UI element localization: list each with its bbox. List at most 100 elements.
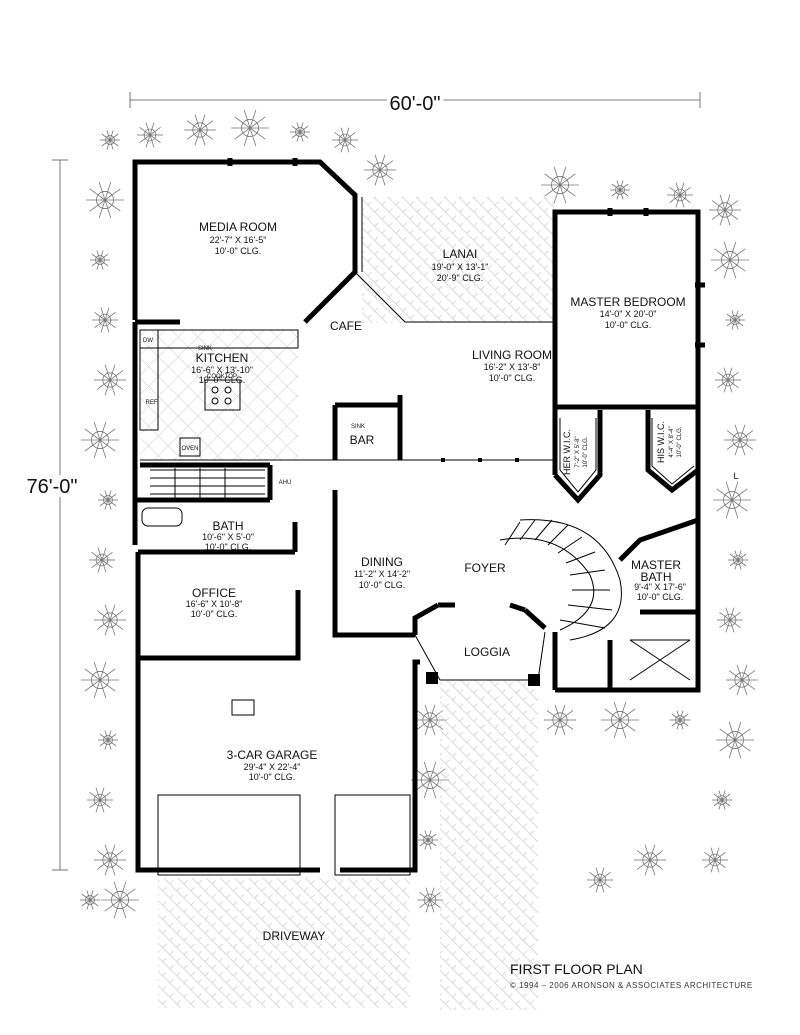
windows [227,158,705,348]
driveway-label: DRIVEWAY [263,929,326,943]
room-ceiling: 10'-0" CLG. [677,426,683,457]
shrub [184,114,216,146]
driveway-paving [158,878,410,1008]
bathtub [141,507,183,527]
shrub [137,122,163,148]
shrub [541,166,579,204]
room-size: 19'-0" X 13'-1" [432,262,489,272]
shrub [725,310,745,330]
room-name: HER W.I.C. [562,429,572,475]
room-name: OFFICE [192,586,236,600]
plan-title: FIRST FLOOR PLAN [510,961,643,977]
room-ceiling: 20'-9" CLG. [437,273,483,283]
room-ceiling: 10'-0" CLG. [605,320,651,330]
room-size: 22'-7" X 16'-5" [210,235,267,245]
shrub [716,721,754,759]
shrub [726,664,758,696]
kitchen-counters [139,329,299,457]
refrigerator-label: REF. [145,400,158,406]
room-foyer-name: FOYER [464,561,506,575]
room-dining: DINING 11'-2" X 14'-2" 10'-0" CLG. [354,555,410,590]
room-loggia-name: LOGGIA [464,645,510,659]
room-name: MEDIA ROOM [199,220,277,234]
lanai-paving [362,197,554,323]
shrub [417,887,443,913]
room-name: KITCHEN [196,351,249,365]
depth-dimension-line [52,159,68,871]
room-ceiling: 10'-0" CLG. [489,373,535,383]
room-living: LIVING ROOM 16'-2" X 13'-8" 10'-0" CLG. [472,348,552,383]
shrub [667,182,693,208]
shrub [81,421,119,459]
room-ceiling: 10'-0" CLG. [583,436,589,467]
overall-depth-label: 76'-0" [27,476,78,498]
shrub [411,761,449,799]
room-ceiling: 10'-0" CLG. [637,592,683,602]
shrub [94,844,126,876]
shrub [98,490,118,510]
shrub [544,704,576,736]
room-lanai: LANAI 19'-0" X 13'-1" 20'-9" CLG. [432,247,489,283]
shrub [87,787,113,813]
room-name: BATH [212,519,243,533]
shrub [717,607,743,633]
room-her-wic: HER W.I.C. 7'-2" X 5'-8" 10'-0" CLG. [562,429,589,475]
shrub [98,730,118,750]
shrub [715,367,741,393]
shrub [711,241,749,279]
shrub [81,661,119,699]
shrub [100,130,120,150]
room-size: 16'-2" X 13'-8" [484,362,541,372]
landscaping [80,109,758,919]
room-size: 11'-2" X 14'-2" [354,569,410,579]
room-size: 7'-2" X 5'-8" [575,436,581,467]
shrub [290,122,310,142]
room-name: MASTER [631,558,681,572]
bar-sink-label: SINK [351,424,365,430]
kitchen-stair [150,468,265,498]
grand-staircase [499,519,622,641]
room-media: MEDIA ROOM 22'-7" X 16'-5" 10'-0" CLG. [199,220,277,256]
kitchen-sink-label: SINK [198,346,212,352]
shrub [94,604,126,636]
shrub [89,547,115,573]
shrub [724,424,756,456]
shrub [670,710,690,730]
shrub [601,701,639,739]
overall-width-label: 60'-0" [390,93,441,115]
kitchen-tile [140,330,298,460]
room-ceiling: 10'-0" CLG. [199,375,245,385]
room-bar-name: BAR [350,433,375,447]
shrub [418,830,438,850]
room-name: LANAI [443,247,478,261]
room-name: HIS W.I.C. [656,421,666,463]
room-size: 4'-4" X 8'-4" [669,426,675,457]
oven-label: OVEN [181,446,198,452]
room-his-wic: HIS W.I.C. 4'-4" X 8'-4" 10'-0" CLG. [656,421,683,463]
shrub [231,109,269,147]
shrub [80,890,100,910]
room-office: OFFICE 16'-6" X 10'-8" 10'-0" CLG. [186,586,243,619]
shrub [709,194,741,226]
shrub [332,127,358,153]
ahu-label: AHU [279,480,292,486]
room-ceiling: 10'-0" CLG. [359,580,405,590]
room-bath: BATH 10'-6" X 5'-0" 10'-0" CLG. [202,519,254,552]
room-kitchen: KITCHEN 16'-6" X 13'-10" 10'-0" CLG. [191,351,253,385]
dishwasher-label: DW [143,338,153,344]
room-size: 14'-0" X 20'-0" [600,309,657,319]
room-master-bedroom: MASTER BEDROOM 14'-0" X 20'-0" 10'-0" CL… [570,295,685,330]
shrub [364,154,396,186]
room-ceiling: 10'-0" CLG. [191,609,237,619]
room-name: LIVING ROOM [472,348,552,362]
room-ceiling: 10'-0" CLG. [249,772,295,782]
shrub [634,844,666,876]
plan-marker: L [733,471,738,481]
room-garage: 3-CAR GARAGE 29'-4" X 22'-4" 10'-0" CLG. [227,748,318,782]
room-name: DINING [361,555,403,569]
room-size: 10'-6" X 5'-0" [202,532,254,542]
shrub [702,847,728,873]
shrub [728,550,748,570]
room-size: 16'-6" X 13'-10" [191,365,253,375]
